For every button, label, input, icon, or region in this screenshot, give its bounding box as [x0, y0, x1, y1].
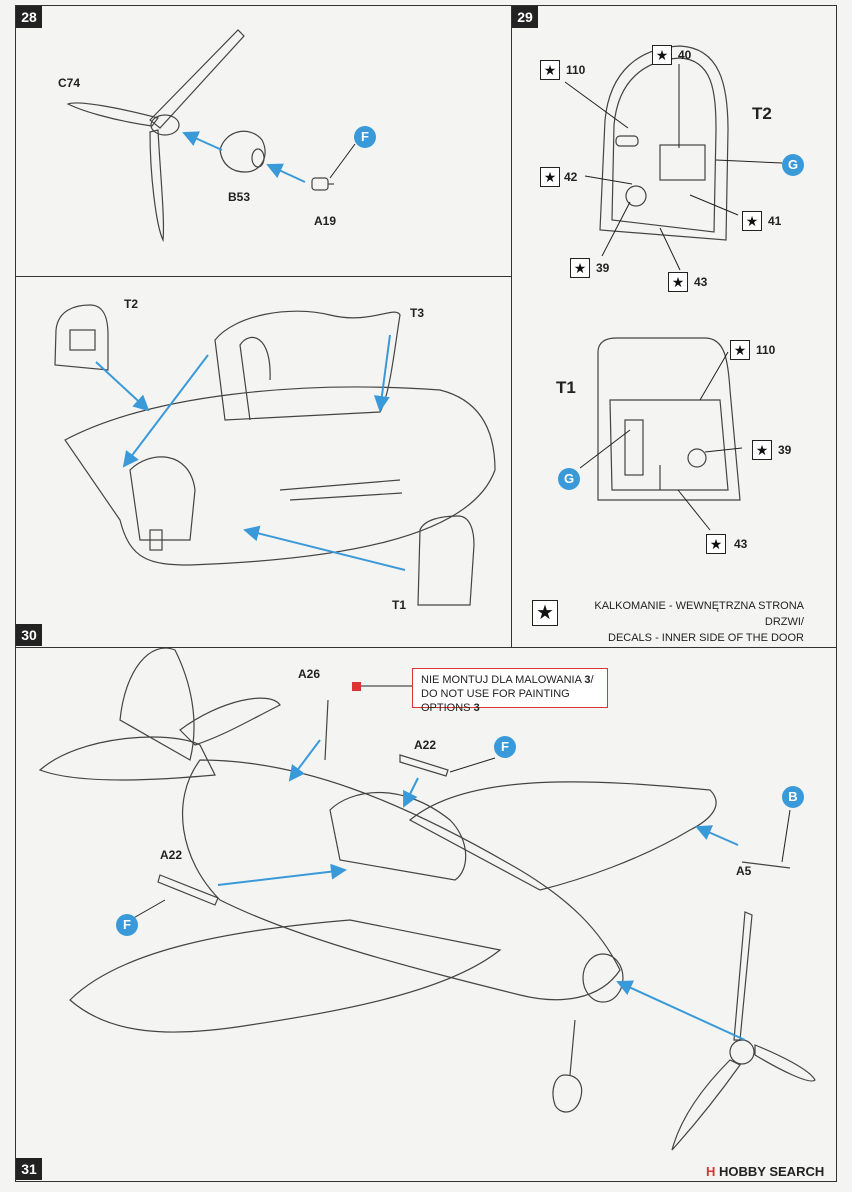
spinner-b53-drawing [219, 130, 266, 173]
door-label-t2: T2 [752, 104, 772, 123]
aircraft-full-drawing [38, 647, 791, 1113]
decal-number-39: 39 [778, 443, 792, 457]
decal-legend: KALKOMANIE - WEWNĘTRZNA STRONA DRZWI/ DE… [566, 598, 804, 646]
paint-callout-g: G [558, 468, 580, 490]
part-label-t1: T1 [392, 598, 407, 612]
door-t2-drawing [599, 45, 729, 241]
door-t1-drawing [597, 337, 741, 501]
decal-star-icon: ★ [652, 45, 672, 65]
part-label-a26: A26 [298, 667, 321, 681]
paint-callout-b: B [782, 786, 804, 808]
painting-option-note: NIE MONTUJ DLA MALOWANIA 3/ DO NOT USE F… [412, 668, 608, 714]
note-line-1: NIE MONTUJ DLA MALOWANIA 3/ [421, 674, 594, 686]
note-line-2: DO NOT USE FOR PAINTING OPTIONS 3 [421, 688, 570, 714]
step-31-panel [15, 647, 837, 1182]
paint-callout-f: F [116, 914, 138, 936]
decal-star-icon: ★ [668, 272, 688, 292]
decal-star-icon: ★ [540, 167, 560, 187]
door-t1-small-drawing [417, 515, 475, 606]
decal-number-43: 43 [694, 275, 708, 289]
paint-callout-g: G [782, 154, 804, 176]
decal-number-42: 42 [564, 170, 578, 184]
decal-star-icon: ★ [752, 440, 772, 460]
propeller-c74-drawing [66, 29, 245, 243]
decal-star-icon: ★ [730, 340, 750, 360]
decal-star-icon: ★ [570, 258, 590, 278]
decal-number-110: 110 [566, 63, 586, 77]
part-label-t3: T3 [410, 306, 425, 320]
part-label-t2: T2 [124, 297, 139, 311]
propeller-large-drawing [671, 911, 816, 1151]
step-29-panel [511, 5, 837, 648]
decal-star-icon: ★ [742, 211, 762, 231]
step-number-30: 30 [16, 624, 42, 646]
decal-legend-star-icon: ★ [532, 600, 558, 626]
decal-legend-line-2: DECALS - INNER SIDE OF THE DOOR [608, 632, 804, 644]
decal-number-110: 110 [756, 343, 776, 357]
step-number-31: 31 [16, 1158, 42, 1180]
decal-star-icon: ★ [706, 534, 726, 554]
part-label-a22: A22 [160, 848, 183, 862]
paint-callout-f: F [494, 736, 516, 758]
hobby-search-logo-icon: H [706, 1164, 716, 1179]
hobby-search-text: HOBBY SEARCH [719, 1164, 825, 1179]
paint-callout-f: F [354, 126, 376, 148]
door-label-t1: T1 [556, 378, 576, 397]
part-label-a22: A22 [414, 738, 437, 752]
hobby-search-watermark: H HOBBY SEARCH [706, 1164, 824, 1179]
part-label-a19: A19 [314, 214, 337, 228]
part-label-b53: B53 [228, 190, 251, 204]
warning-marker-icon [352, 682, 361, 691]
fuselage-cockpit-drawing [64, 310, 496, 566]
step-number-29: 29 [512, 6, 538, 28]
decal-number-39: 39 [596, 261, 610, 275]
part-label-c74: C74 [58, 76, 81, 90]
shaft-a19-drawing [311, 177, 334, 191]
step-28-panel [15, 5, 512, 277]
door-t2-small-drawing [54, 304, 109, 371]
part-label-a5: A5 [736, 864, 752, 878]
decal-number-43: 43 [734, 537, 748, 551]
decal-star-icon: ★ [540, 60, 560, 80]
step-number-28: 28 [16, 6, 42, 28]
decal-legend-line-1: KALKOMANIE - WEWNĘTRZNA STRONA DRZWI/ [594, 600, 804, 628]
decal-number-40: 40 [678, 48, 692, 62]
decal-number-41: 41 [768, 214, 782, 228]
